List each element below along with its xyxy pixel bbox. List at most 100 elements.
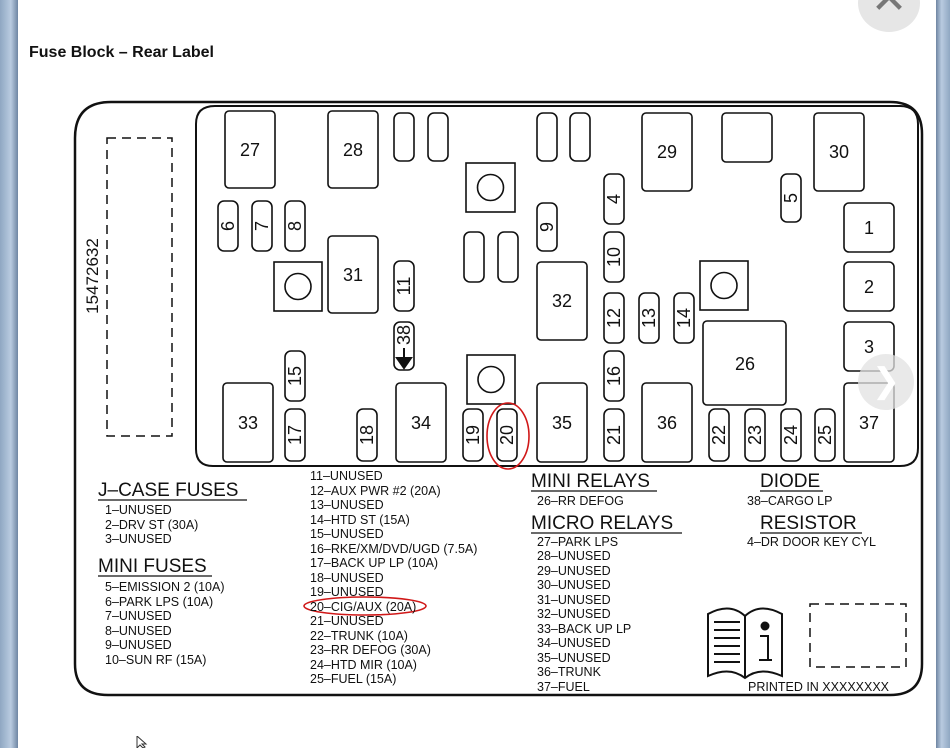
fuse-item: 18–UNUSED <box>310 571 384 585</box>
fuse-label-29: 29 <box>657 142 677 162</box>
blank-slots <box>393 112 773 283</box>
next-image-button[interactable]: ❯ <box>858 354 914 410</box>
micro-relay-item: 31–UNUSED <box>537 593 611 607</box>
owners-manual-info-icon <box>707 607 783 680</box>
mounting-holes <box>273 162 749 405</box>
fuse-item: 21–UNUSED <box>310 614 384 628</box>
fuse-label-25: 25 <box>815 425 835 445</box>
legend-heading-mini-relays: MINI RELAYS <box>531 471 650 492</box>
legend-heading-jcase: J–CASE FUSES <box>98 480 238 501</box>
diode-item: 38–CARGO LP <box>747 494 832 508</box>
fuse-item: 15–UNUSED <box>310 527 384 541</box>
fuse-item: 17–BACK UP LP (10A) <box>310 556 438 570</box>
dashed-label-box <box>809 603 907 668</box>
fuse-label-31: 31 <box>343 265 363 285</box>
fuse-label-8: 8 <box>285 221 305 231</box>
legend-heading-micro-relays: MICRO RELAYS <box>531 513 673 534</box>
fuse-item: 23–RR DEFOG (30A) <box>310 643 431 657</box>
label-border <box>73 100 924 697</box>
highlight-circle-fuse-20 <box>486 402 530 470</box>
chevron-right-icon: ❯ <box>871 362 901 400</box>
micro-relay-item: 28–UNUSED <box>537 549 611 563</box>
fuse-label-30: 30 <box>829 142 849 162</box>
fuse-label-10: 10 <box>604 247 624 267</box>
fuse-label-6: 6 <box>218 221 238 231</box>
fuse-label-3: 3 <box>864 337 874 357</box>
diode-arrow-icon <box>395 348 413 370</box>
fuse-item-highlighted: 20–CIG/AUX (20A) <box>310 600 416 614</box>
fuse-item: 25–FUEL (15A) <box>310 672 396 686</box>
micro-relay-item: 32–UNUSED <box>537 607 611 621</box>
page-title: Fuse Block – Rear Label <box>29 44 214 61</box>
fuse-label-20: 20 <box>497 425 517 445</box>
micro-relay-item: 37–FUEL <box>537 680 590 694</box>
fuse-label-14: 14 <box>674 308 694 328</box>
fuse-label-1: 1 <box>864 218 874 238</box>
fuse-label-7: 7 <box>252 221 272 231</box>
highlight-circle-legend-20 <box>303 596 427 616</box>
fuse-item: 16–RKE/XM/DVD/UGD (7.5A) <box>310 542 477 556</box>
close-icon: ✕ <box>871 0 908 23</box>
fuse-labels: 27 28 29 30 6 7 8 31 11 38 9 4 10 5 1 2 … <box>218 140 879 445</box>
mini-fuse-item: 10–SUN RF (15A) <box>105 653 206 667</box>
mouse-cursor-icon <box>136 736 148 748</box>
fuse-label-27: 27 <box>240 140 260 160</box>
fuse-label-17: 17 <box>285 425 305 445</box>
fuse-item: 14–HTD ST (15A) <box>310 513 410 527</box>
window-frame-right <box>936 0 950 748</box>
mini-fuse-item: 9–UNUSED <box>105 638 172 652</box>
micro-relay-item: 33–BACK UP LP <box>537 622 631 636</box>
legend-heading-diode: DIODE <box>760 471 820 492</box>
fuse-label-12: 12 <box>604 308 624 328</box>
window-frame-left <box>0 0 18 748</box>
fuse-item: 12–AUX PWR #2 (20A) <box>310 484 441 498</box>
legend-heading-mini-fuses: MINI FUSES <box>98 556 207 577</box>
fuse-item: 19–UNUSED <box>310 585 384 599</box>
fuse-label-37: 37 <box>859 413 879 433</box>
fuse-label-19: 19 <box>463 425 483 445</box>
micro-relay-item: 35–UNUSED <box>537 651 611 665</box>
legend-heading-resistor: RESISTOR <box>760 513 857 534</box>
mini-fuse-item: 6–PARK LPS (10A) <box>105 595 213 609</box>
jcase-item: 1–UNUSED <box>105 503 172 517</box>
fuse-boxes <box>217 110 895 463</box>
fuse-label-28: 28 <box>343 140 363 160</box>
micro-relay-item: 34–UNUSED <box>537 636 611 650</box>
fuse-label-23: 23 <box>745 425 765 445</box>
fuse-label-15: 15 <box>285 366 305 386</box>
fuse-label-36: 36 <box>657 413 677 433</box>
fuse-label-32: 32 <box>552 291 572 311</box>
fuse-label-22: 22 <box>709 425 729 445</box>
jcase-item: 2–DRV ST (30A) <box>105 518 198 532</box>
printed-in-label: PRINTED IN XXXXXXXX <box>748 680 890 694</box>
fuse-label-2: 2 <box>864 277 874 297</box>
fuse-item: 13–UNUSED <box>310 498 384 512</box>
fuse-label-26: 26 <box>735 354 755 374</box>
mini-relay-item: 26–RR DEFOG <box>537 494 624 508</box>
fuse-label-11: 11 <box>394 277 414 296</box>
fuse-label-5: 5 <box>781 193 801 203</box>
fuse-label-4: 4 <box>604 194 624 204</box>
fuse-label-13: 13 <box>639 308 659 328</box>
mini-fuse-item: 5–EMISSION 2 (10A) <box>105 580 225 594</box>
micro-relay-item: 30–UNUSED <box>537 578 611 592</box>
fuse-label-16: 16 <box>604 366 624 386</box>
fuse-label-9: 9 <box>537 222 557 232</box>
fuse-label-24: 24 <box>781 425 801 445</box>
part-number-box <box>106 137 173 437</box>
part-number: 15472632 <box>83 238 102 314</box>
jcase-item: 3–UNUSED <box>105 532 172 546</box>
fuse-label-35: 35 <box>552 413 572 433</box>
micro-relay-item: 29–UNUSED <box>537 564 611 578</box>
fuse-label-33: 33 <box>238 413 258 433</box>
micro-relay-item: 27–PARK LPS <box>537 535 618 549</box>
heading-underlines <box>98 490 862 577</box>
fuse-label-18: 18 <box>357 425 377 445</box>
fuse-item: 11–UNUSED <box>310 469 383 483</box>
micro-relay-item: 36–TRUNK <box>537 665 602 679</box>
resistor-item: 4–DR DOOR KEY CYL <box>747 535 876 549</box>
fuse-label-34: 34 <box>411 413 431 433</box>
fuse-item: 24–HTD MIR (10A) <box>310 658 417 672</box>
mini-fuse-item: 7–UNUSED <box>105 609 172 623</box>
